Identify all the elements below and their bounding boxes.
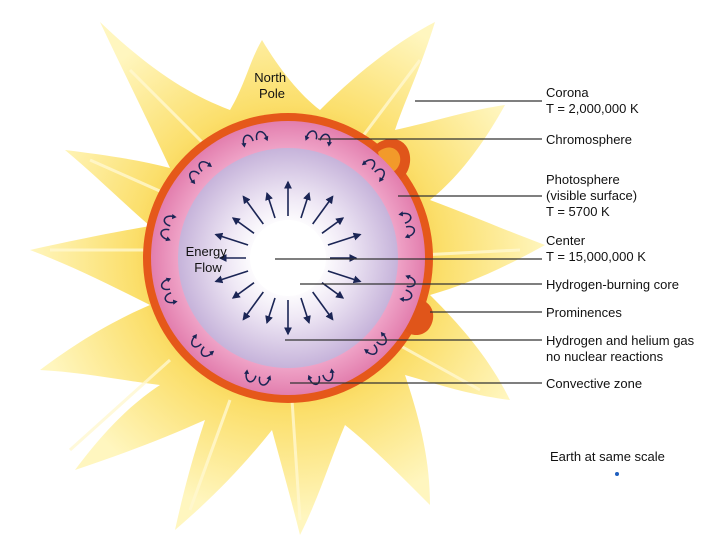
prominences-label: Prominences <box>546 305 622 320</box>
gas-label: Hydrogen and helium gas no nuclear react… <box>546 333 698 364</box>
earth-dot <box>615 472 619 476</box>
earth-scale-label: Earth at same scale <box>550 449 665 464</box>
photosphere-label: Photosphere (visible surface) T = 5700 K <box>546 172 641 219</box>
convective-zone-label: Convective zone <box>546 376 642 391</box>
core-label: Hydrogen-burning core <box>546 277 679 292</box>
corona-label: Corona T = 2,000,000 K <box>546 85 639 116</box>
center-label: Center T = 15,000,000 K <box>546 233 646 264</box>
chromosphere-label: Chromosphere <box>546 132 632 147</box>
north-pole-label: North Pole <box>254 70 289 101</box>
